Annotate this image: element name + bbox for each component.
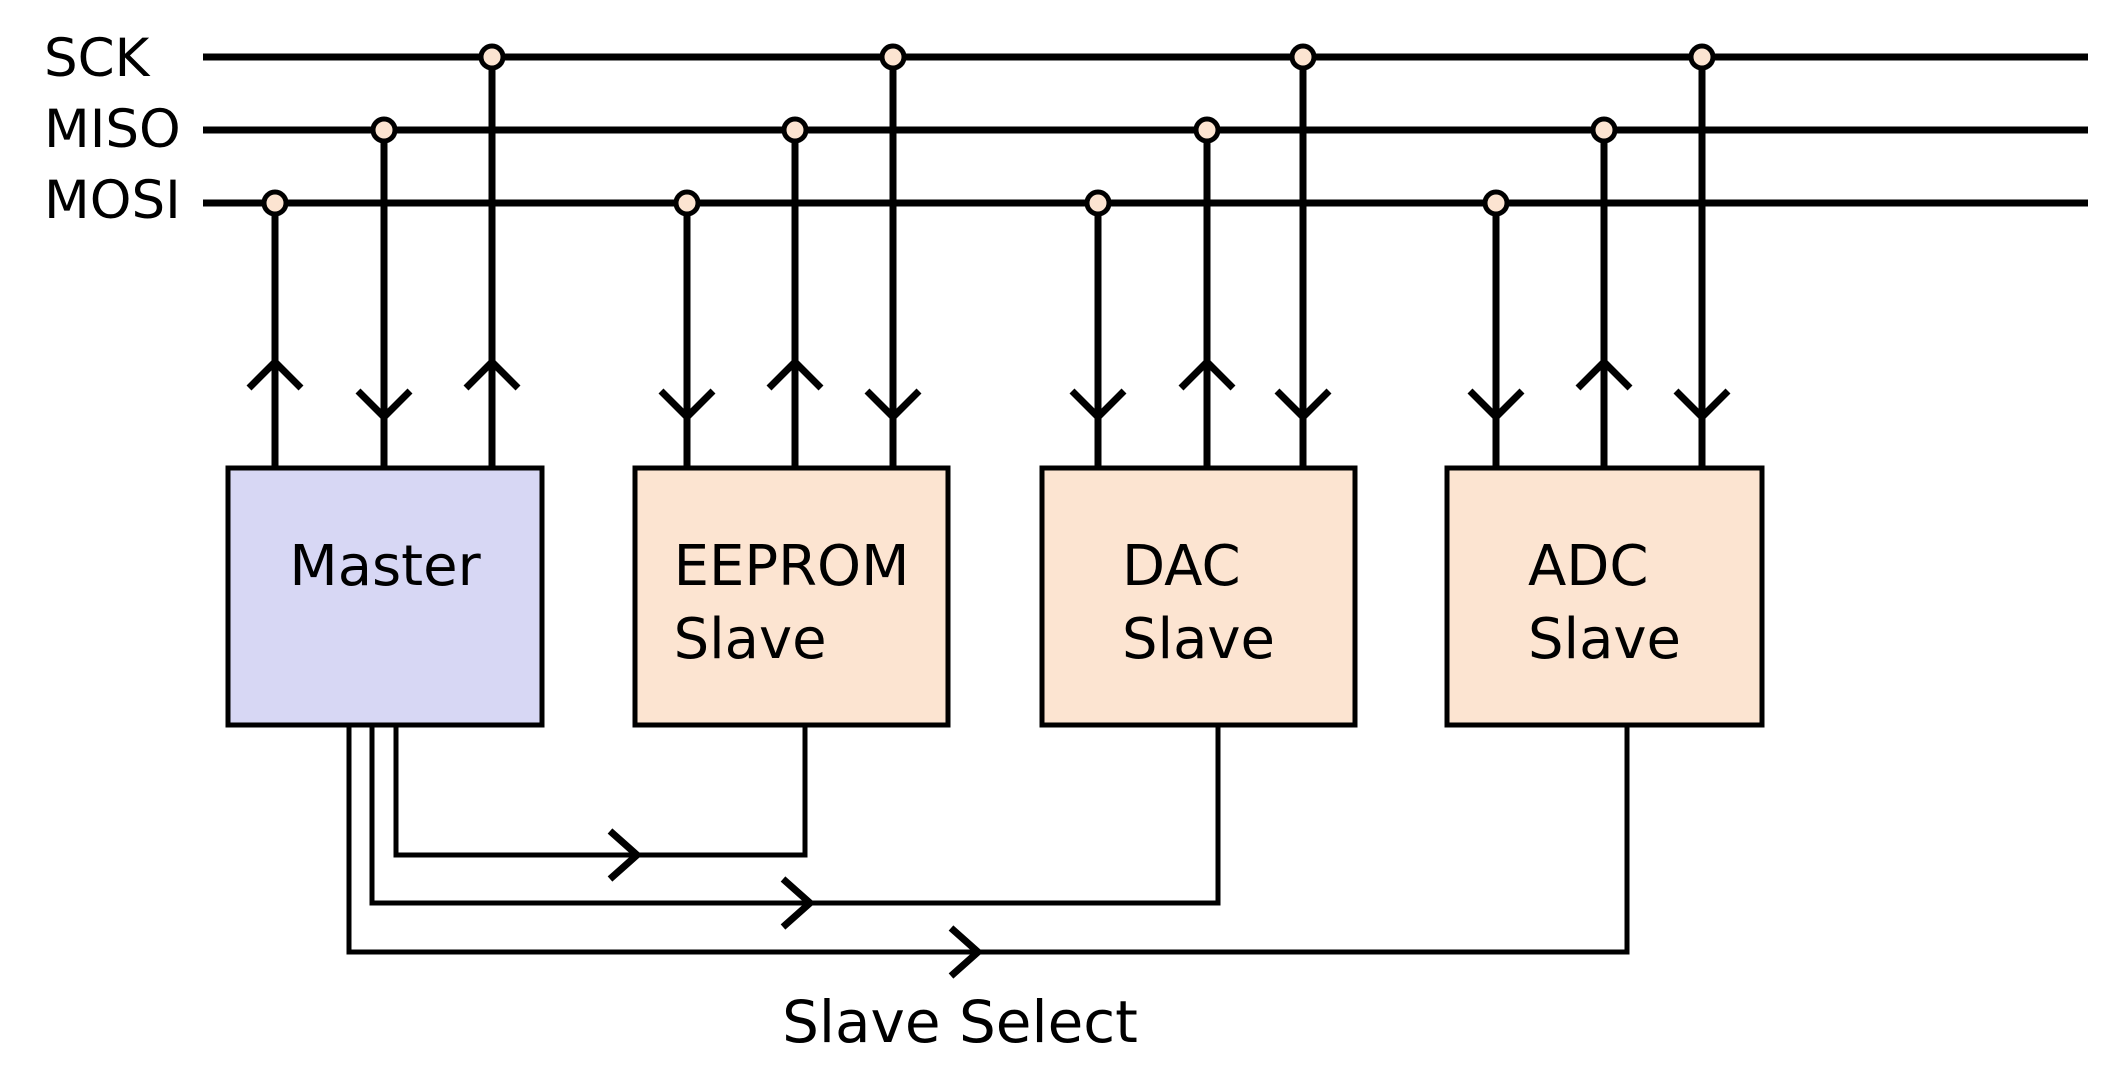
adc-slave-box bbox=[1444, 465, 1765, 728]
junction-dot-adc-slave-mosi bbox=[1482, 189, 1510, 217]
dac-slave-pin-miso-arrow-up-icon bbox=[1178, 357, 1236, 391]
slave-select-line-eeprom-slave bbox=[393, 725, 808, 858]
junction-dot-adc-slave-miso bbox=[1590, 116, 1618, 144]
master-pin-miso-arrow-down-icon bbox=[355, 388, 413, 422]
adc-name-line1: ADC bbox=[1527, 534, 1649, 599]
device-label-dac-slave: DAC Slave bbox=[1042, 530, 1355, 676]
bus-label-sck: SCK bbox=[44, 28, 150, 89]
device-label-eeprom-slave: EEPROM Slave bbox=[635, 530, 948, 676]
master-name: Master bbox=[289, 534, 481, 599]
master-pin-mosi-arrow-up-icon bbox=[246, 357, 304, 391]
slave-select-label: Slave Select bbox=[782, 988, 1138, 1056]
device-label-adc-slave: ADC Slave bbox=[1447, 530, 1762, 676]
adc-slave-pin-miso-arrow-up-icon bbox=[1575, 357, 1633, 391]
dac-name-line1: DAC bbox=[1121, 534, 1241, 599]
dac-slave-pin-sck-arrow-down-icon bbox=[1274, 388, 1332, 422]
bus-label-mosi: MOSI bbox=[44, 170, 181, 231]
junction-dot-master-sck bbox=[478, 43, 506, 71]
adc-slave-pin-sck-arrow-down-icon bbox=[1673, 388, 1731, 422]
junction-dot-master-miso bbox=[370, 116, 398, 144]
eeprom-slave-box bbox=[632, 465, 951, 728]
eeprom-slave-pin-mosi-arrow-down-icon bbox=[658, 388, 716, 422]
adc-slave-pin-mosi-arrow-down-icon bbox=[1467, 388, 1525, 422]
slave-select-arrow-adc-slave-icon bbox=[948, 925, 984, 979]
junction-dot-dac-slave-sck bbox=[1289, 43, 1317, 71]
junction-dot-adc-slave-sck bbox=[1688, 43, 1716, 71]
eeprom-slave-pin-miso-arrow-up-icon bbox=[766, 357, 824, 391]
device-label-master: Master bbox=[228, 530, 542, 603]
junction-dot-eeprom-slave-mosi bbox=[673, 189, 701, 217]
junction-dot-dac-slave-mosi bbox=[1084, 189, 1112, 217]
junction-dot-master-mosi bbox=[261, 189, 289, 217]
bus-label-miso: MISO bbox=[44, 99, 181, 160]
master-pin-sck-arrow-up-icon bbox=[463, 357, 521, 391]
dac-slave-pin-mosi-arrow-down-icon bbox=[1069, 388, 1127, 422]
junction-dot-dac-slave-miso bbox=[1193, 116, 1221, 144]
slave-select-line-adc-slave bbox=[346, 725, 1630, 955]
junction-dot-eeprom-slave-sck bbox=[879, 43, 907, 71]
slave-select-line-dac-slave bbox=[369, 725, 1221, 906]
eeprom-name-line2: Slave bbox=[673, 607, 827, 672]
slave-select-arrow-eeprom-slave-icon bbox=[607, 828, 643, 882]
eeprom-name-line1: EEPROM bbox=[673, 534, 910, 599]
dac-name-line2: Slave bbox=[1121, 607, 1275, 672]
adc-name-line2: Slave bbox=[1527, 607, 1681, 672]
master-box bbox=[225, 465, 545, 728]
junction-dot-eeprom-slave-miso bbox=[781, 116, 809, 144]
eeprom-slave-pin-sck-arrow-down-icon bbox=[864, 388, 922, 422]
dac-slave-box bbox=[1039, 465, 1358, 728]
slave-select-arrow-dac-slave-icon bbox=[780, 876, 816, 930]
